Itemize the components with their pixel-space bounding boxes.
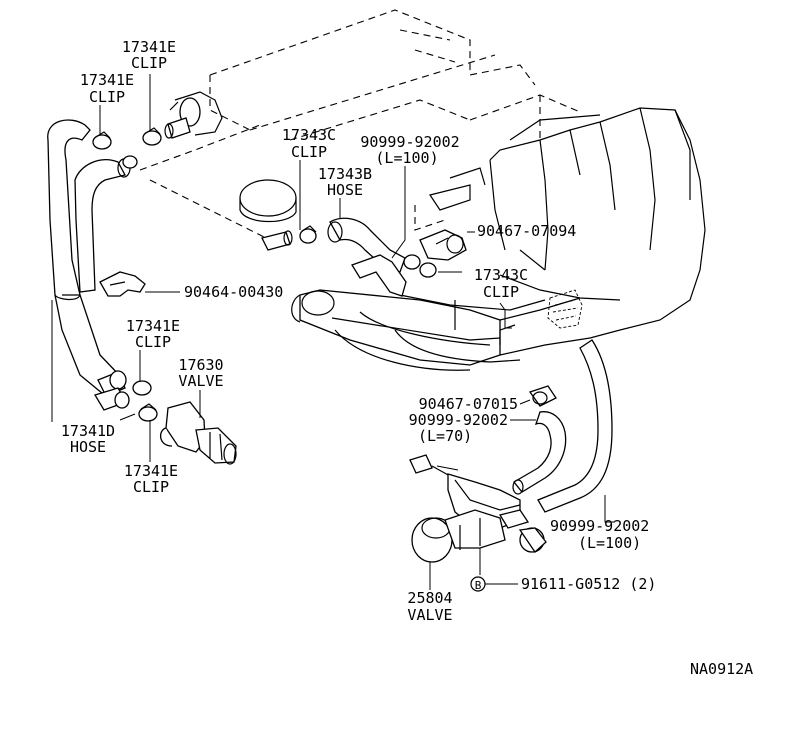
fitting-90467-07015 (528, 385, 557, 407)
hose-90999-long (537, 339, 613, 513)
leader-lines (51, 74, 615, 590)
clip-icons (92, 127, 162, 422)
label-hose-17341d: 17341D HOSE (61, 422, 115, 456)
svg-text:(L=70): (L=70) (418, 427, 472, 445)
bracket-90464 (99, 271, 146, 297)
svg-text:90999-92002: 90999-92002 (409, 411, 508, 429)
label-valve-25804: 25804 VALVE (407, 589, 452, 624)
valve-17630 (160, 401, 237, 465)
svg-text:CLIP: CLIP (291, 143, 327, 161)
svg-text:90467-07015: 90467-07015 (419, 395, 518, 413)
svg-text:17341E: 17341E (124, 462, 178, 480)
label-hose-90999-bottom: 90999-92002 (L=100) (550, 517, 649, 552)
svg-text:90464-00430: 90464-00430 (184, 283, 283, 301)
svg-text:90467-07094: 90467-07094 (477, 222, 576, 240)
label-clip-17341e-top: 17341E CLIP (122, 38, 176, 72)
valve-25804 (409, 454, 547, 563)
svg-text:NA0912A: NA0912A (690, 660, 753, 678)
svg-text:CLIP: CLIP (131, 54, 167, 72)
svg-text:VALVE: VALVE (407, 606, 452, 624)
svg-text:90999-92002: 90999-92002 (550, 517, 649, 535)
fitting-90467-07094 (419, 229, 467, 261)
label-clip-17343c-top: 17343C CLIP (282, 126, 336, 161)
svg-text:17341D: 17341D (61, 422, 115, 440)
svg-text:HOSE: HOSE (327, 181, 363, 199)
svg-text:17341E: 17341E (126, 317, 180, 335)
svg-text:(L=100): (L=100) (578, 534, 641, 552)
label-hose-90999-mid: 90999-92002 (L=70) (409, 411, 508, 445)
svg-text:91611-G0512 (2): 91611-G0512 (2) (521, 575, 656, 593)
hose-90999-short (512, 411, 567, 495)
label-valve-17630: 17630 VALVE (178, 356, 223, 390)
engine-block-outline (139, 9, 706, 339)
svg-text:17341E: 17341E (122, 38, 176, 56)
label-clip-17343c-right: 17343C CLIP (474, 266, 528, 301)
intake-manifold (291, 289, 591, 371)
vacuum-port (239, 179, 297, 251)
label-fitting-90467-07015: 90467-07015 (419, 395, 518, 413)
svg-text:17343B: 17343B (318, 165, 372, 183)
label-hose-90999-top: 90999-92002 (L=100) (360, 133, 459, 167)
svg-text:25804: 25804 (407, 589, 452, 607)
svg-text:CLIP: CLIP (483, 283, 519, 301)
svg-text:HOSE: HOSE (70, 438, 106, 456)
svg-text:17630: 17630 (178, 356, 223, 374)
label-fitting-90467-07094: 90467-07094 (477, 222, 576, 240)
throttle-fitting (164, 91, 223, 139)
svg-text:17343C: 17343C (282, 126, 336, 144)
svg-text:CLIP: CLIP (135, 333, 171, 351)
svg-text:CLIP: CLIP (89, 88, 125, 106)
label-clip-17341e-bottom: 17341E CLIP (124, 462, 178, 496)
label-clip-17341e-mid: 17341E CLIP (126, 317, 180, 351)
svg-text:(L=100): (L=100) (375, 149, 438, 167)
label-hose-17343b: 17343B HOSE (318, 165, 372, 199)
label-bracket-90464-00430: 90464-00430 (184, 283, 283, 301)
bolt-marker-b-icon: B (475, 579, 482, 592)
hose-17341d (47, 119, 131, 411)
svg-text:90999-92002: 90999-92002 (360, 133, 459, 151)
svg-text:CLIP: CLIP (133, 478, 169, 496)
label-clip-17341e-left: 17341E CLIP (80, 71, 134, 106)
label-bolt-91611: B 91611-G0512 (2) (470, 575, 656, 593)
hose-17343b (299, 217, 437, 297)
figure-code: NA0912A (690, 660, 753, 678)
svg-text:17343C: 17343C (474, 266, 528, 284)
svg-text:VALVE: VALVE (178, 372, 223, 390)
svg-text:17341E: 17341E (80, 71, 134, 89)
